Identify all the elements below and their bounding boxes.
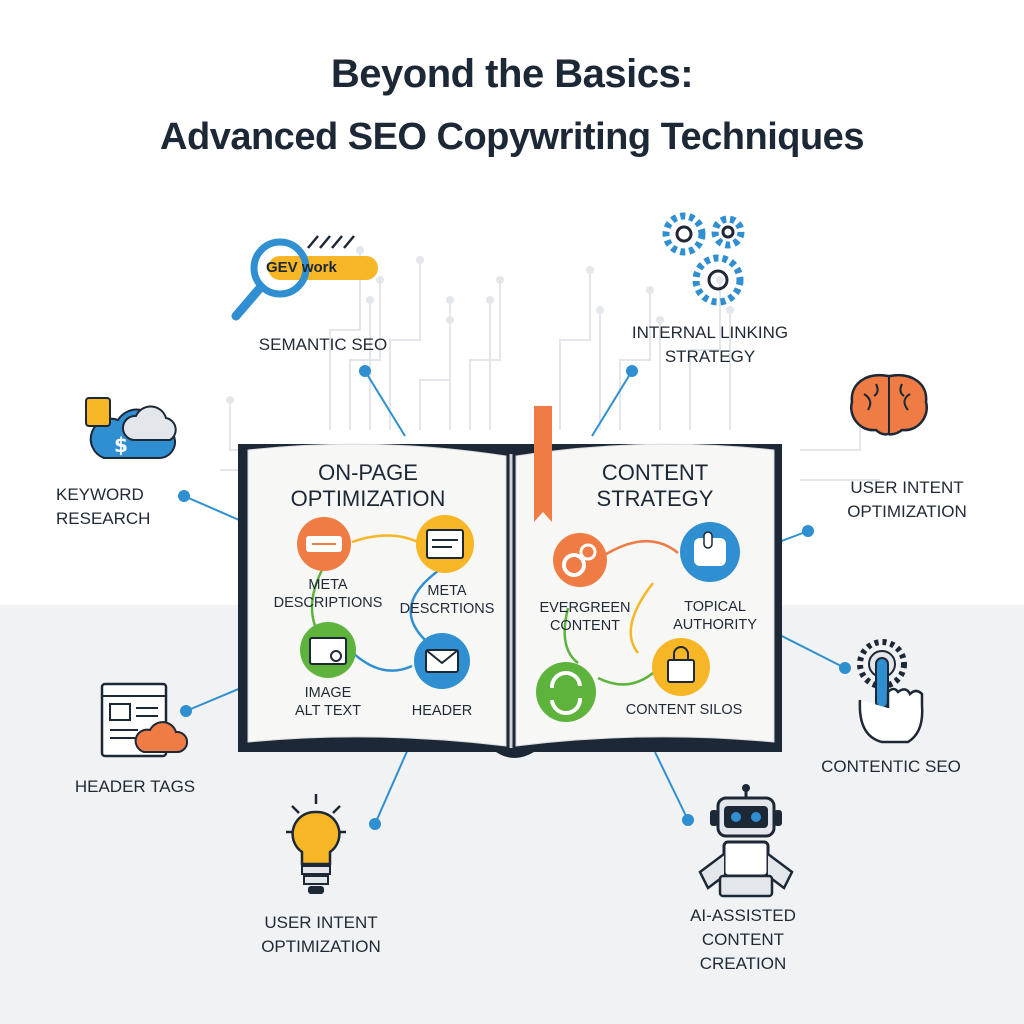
shopping-bag-icon [652,638,710,696]
recycle-icon [536,662,596,722]
gears-icon [553,533,607,587]
right-page-network [536,522,740,722]
web-page-icon [416,515,474,573]
connector-dot-keyword [178,490,190,502]
connector-dot-header-tags [180,705,192,717]
contentic-seo-label: CONTENTIC SEO [821,757,961,776]
brain-icon [849,373,929,436]
document-cloud-icon [100,682,188,758]
gears-cluster-icon [662,212,745,306]
magnifier-search-icon [231,235,378,321]
content-silos-label: CONTENT SILOS [625,702,743,718]
lightbulb-icon [286,794,346,894]
header-tags-label: HEADER TAGS [74,777,196,796]
bookmark-ribbon [534,406,552,522]
connector-dot-ai [682,814,694,826]
envelope-icon [414,633,470,689]
search-bar-text: GEV work [266,259,337,276]
header-label: HEADER [411,703,473,719]
robot-icon [698,784,794,898]
connector-dot-user-intent-right [802,525,814,537]
connector-dot-semantic [359,365,371,377]
svg-text:$: $ [114,433,128,457]
semantic-seo-label: SEMANTIC SEO [258,335,388,354]
title-line-2: Advanced SEO Copywriting Techniques [160,116,864,158]
connector-dot-user-intent-bottom [369,818,381,830]
connector-dot-internal-linking [626,365,638,377]
hand-click-gear-icon [857,639,924,744]
meta-tag-icon [297,517,351,571]
left-page-network [297,515,474,689]
hand-pointer-icon [680,522,740,582]
connector-dot-contentic [839,662,851,674]
image-icon [300,622,356,678]
money-cloud-icon: $ [85,397,177,459]
title-line-1: Beyond the Basics: [330,52,694,96]
